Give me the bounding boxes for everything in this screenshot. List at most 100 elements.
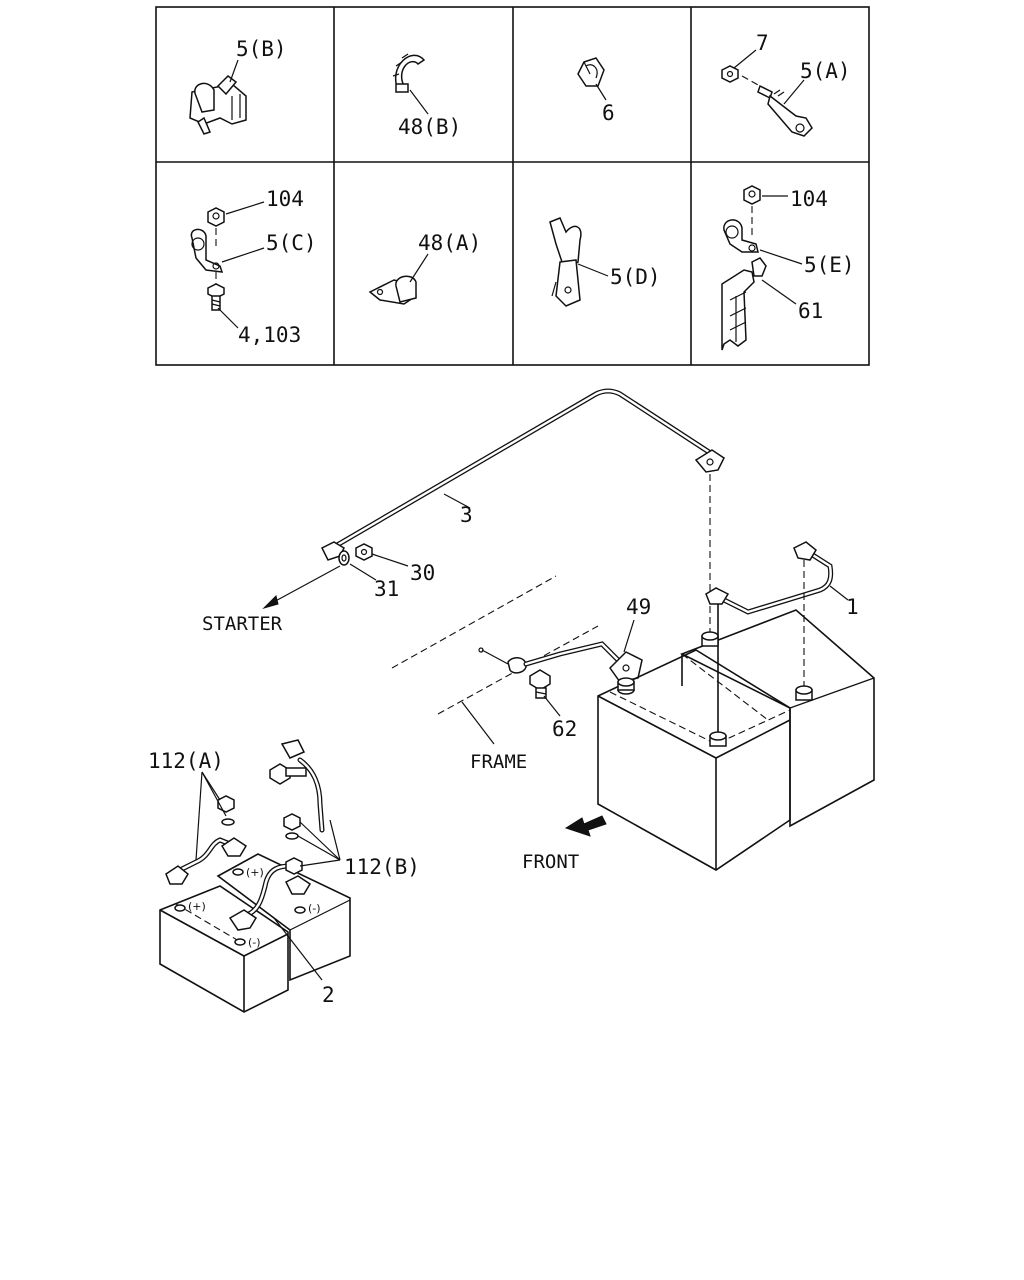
leader-line bbox=[329, 819, 341, 861]
inset-battery-front bbox=[159, 885, 289, 1013]
frame-line bbox=[391, 575, 557, 669]
label-frame: FRAME bbox=[470, 751, 527, 773]
label-neg-b: (-) bbox=[308, 902, 321, 915]
nut-104-drawing bbox=[207, 207, 225, 227]
callout-5b: 5(B) bbox=[236, 37, 287, 61]
leader-line bbox=[371, 553, 409, 567]
callout-5e: 5(E) bbox=[804, 253, 855, 277]
label-neg-a: (-) bbox=[248, 936, 261, 949]
inset-battery-rear bbox=[216, 853, 351, 982]
battery-post bbox=[234, 938, 246, 946]
battery-post bbox=[232, 868, 244, 876]
label-cable-1: 1 bbox=[846, 595, 859, 619]
cable-2 bbox=[165, 739, 325, 931]
callout-4-103: 4,103 bbox=[238, 323, 301, 347]
starter-arrow bbox=[262, 565, 341, 610]
leader-line bbox=[221, 247, 265, 263]
callout-48a: 48(A) bbox=[418, 231, 481, 255]
inset-assembly: (+) (-) (+) (-) 2 bbox=[148, 739, 420, 1013]
bracket-61-drawing bbox=[721, 257, 767, 351]
callout-104-e: 104 bbox=[790, 187, 828, 211]
label-nut-112a: 112(A) bbox=[148, 749, 224, 773]
leader-line bbox=[201, 771, 227, 817]
leader-line bbox=[409, 253, 429, 283]
leader-line bbox=[733, 49, 757, 69]
clamp-5c-drawing bbox=[190, 228, 224, 273]
leader-line bbox=[761, 279, 797, 305]
leader-line bbox=[577, 263, 609, 277]
grid-cell-6: 6 bbox=[577, 57, 615, 125]
label-front: FRONT bbox=[522, 851, 579, 873]
label-nut-30: 30 bbox=[410, 561, 435, 585]
callout-6: 6 bbox=[602, 101, 615, 125]
leader-line bbox=[595, 83, 607, 101]
clip-6-drawing bbox=[577, 57, 605, 87]
grid-cell-5b: 5(B) bbox=[189, 37, 287, 135]
grid-cell-48a: 48(A) bbox=[368, 231, 481, 305]
cable-3 bbox=[320, 388, 725, 561]
callout-5c: 5(C) bbox=[266, 231, 317, 255]
front-arrow bbox=[564, 815, 607, 837]
battery-post bbox=[795, 685, 813, 701]
ring-terminal bbox=[507, 657, 527, 674]
bolt-4-103-drawing bbox=[207, 283, 225, 311]
terminal-battery-end bbox=[694, 449, 725, 473]
grid-cell-48b: 48(B) bbox=[392, 53, 461, 139]
leader-line bbox=[217, 307, 239, 329]
bolt-drawing bbox=[269, 763, 307, 785]
grid-cell-104-5c: 104 5(C) 4,103 bbox=[190, 187, 317, 347]
main-assembly: 3 31 30 STARTER 1 bbox=[202, 388, 875, 873]
clamp-5e-drawing bbox=[723, 219, 759, 253]
leader-line bbox=[229, 59, 239, 83]
callout-5a: 5(A) bbox=[800, 59, 851, 83]
cable-49 bbox=[478, 641, 643, 683]
nut-104-drawing bbox=[743, 185, 761, 205]
label-cable-49: 49 bbox=[626, 595, 651, 619]
battery-post bbox=[617, 677, 635, 695]
band-clip-48b-drawing bbox=[392, 53, 426, 93]
bolt-62-drawing bbox=[529, 669, 551, 699]
label-nut-112b: 112(B) bbox=[344, 855, 420, 879]
label-washer-31: 31 bbox=[374, 577, 399, 601]
grid-cell-104-5e-61: 104 5(E) 61 bbox=[721, 185, 855, 351]
nut-112b-drawing bbox=[283, 813, 303, 875]
leader-line bbox=[225, 201, 265, 215]
clip-5b-drawing bbox=[189, 75, 247, 135]
leader-line bbox=[409, 89, 429, 115]
washer-31-drawing bbox=[338, 550, 350, 566]
leader-line bbox=[783, 79, 805, 105]
battery-post bbox=[174, 904, 186, 912]
leader-line bbox=[543, 695, 561, 717]
terminal-1-a bbox=[705, 587, 730, 605]
clip-5d-drawing bbox=[549, 217, 582, 307]
cable-1 bbox=[705, 541, 834, 615]
label-bolt-62: 62 bbox=[552, 717, 577, 741]
leader-line bbox=[623, 619, 635, 653]
terminal-1-b bbox=[793, 541, 817, 561]
battery-post bbox=[709, 731, 727, 747]
label-cable-2: 2 bbox=[322, 983, 335, 1007]
callout-61: 61 bbox=[798, 299, 823, 323]
leader-line bbox=[349, 563, 377, 581]
leader-line bbox=[299, 859, 341, 867]
leader-line bbox=[273, 917, 323, 981]
leader-line bbox=[299, 821, 341, 861]
battery-post bbox=[294, 906, 306, 914]
clip-48a-drawing bbox=[368, 275, 417, 305]
nut-7-drawing bbox=[721, 65, 739, 83]
nut-30-drawing bbox=[355, 543, 373, 561]
leader-line bbox=[759, 249, 803, 265]
battery-post bbox=[701, 631, 719, 647]
parts-grid: 5(B) 48(B) 6 bbox=[155, 6, 870, 366]
callout-5d: 5(D) bbox=[610, 265, 661, 289]
grid-cell-5d: 5(D) bbox=[549, 217, 661, 307]
leader-line bbox=[297, 835, 341, 861]
grid-cell-7-5a: 7 5(A) bbox=[721, 31, 851, 137]
leader-line bbox=[195, 771, 203, 861]
callout-7: 7 bbox=[756, 31, 769, 55]
callout-48b: 48(B) bbox=[398, 115, 461, 139]
label-pos-a: (+) bbox=[188, 900, 206, 913]
leader-line bbox=[829, 585, 849, 601]
label-starter: STARTER bbox=[202, 613, 283, 635]
